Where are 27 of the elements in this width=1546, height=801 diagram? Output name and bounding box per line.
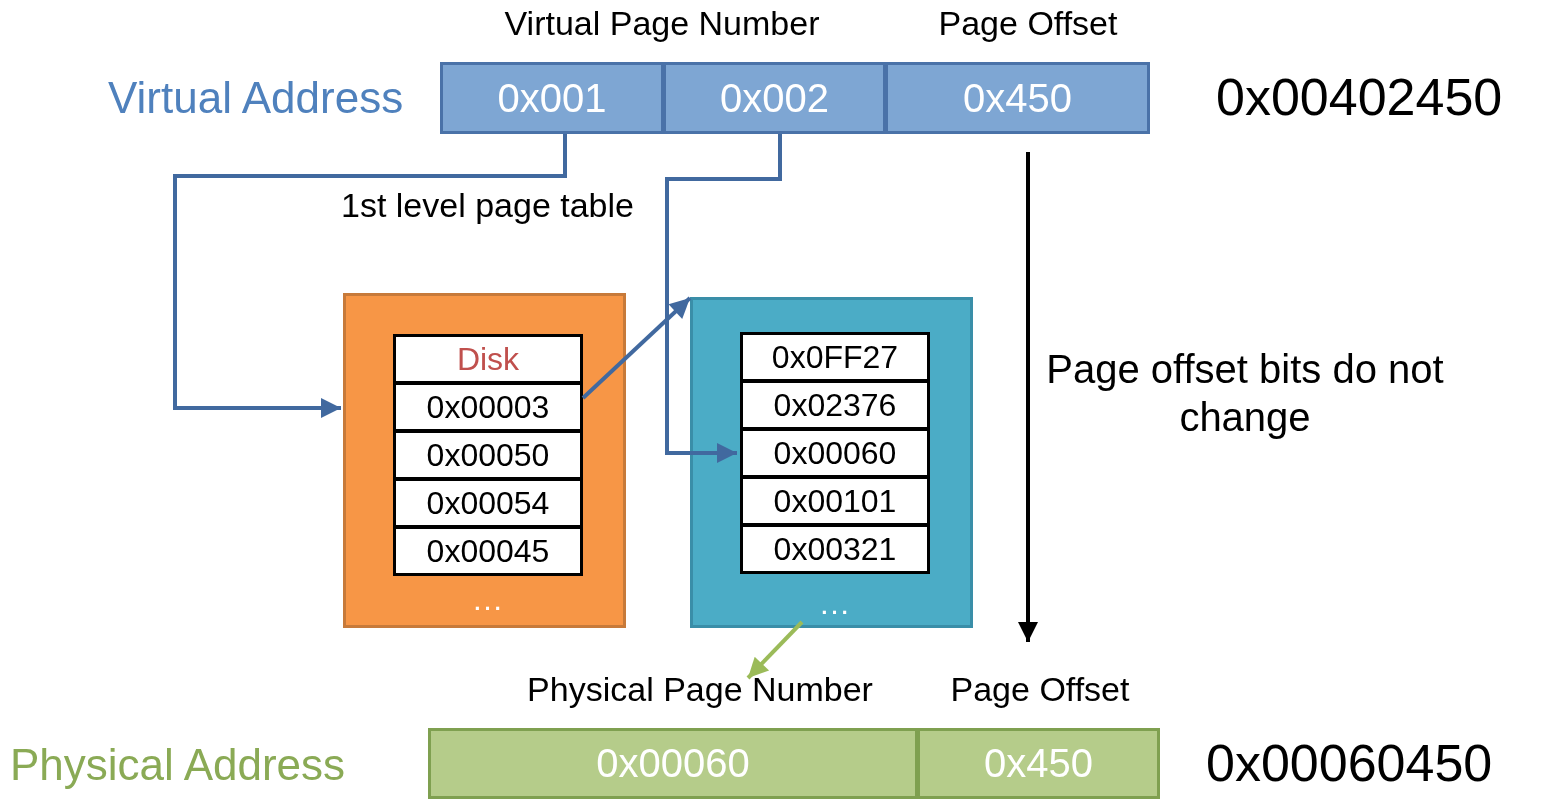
address-field: 0x00060 — [428, 728, 918, 799]
edge-label: Page offset bits do not change — [1045, 346, 1445, 441]
field-heading: Page Offset — [950, 670, 1130, 710]
address-field: 0x450 — [917, 728, 1160, 799]
address-field: 0x001 — [440, 62, 664, 134]
field-heading: Page Offset — [938, 4, 1118, 44]
field-heading: Virtual Page Number — [504, 4, 820, 44]
table-entry: 0x00054 — [393, 478, 583, 528]
table-entry: 0x00050 — [393, 430, 583, 480]
ellipsis: … — [470, 581, 505, 618]
table-entry: 0x00060 — [740, 428, 930, 478]
table-entry: 0x00045 — [393, 526, 583, 576]
address-field: 0x450 — [885, 62, 1150, 134]
table-entry: 0x00003 — [393, 382, 583, 432]
row-label: Physical Address — [10, 740, 346, 791]
row-label: Virtual Address — [108, 73, 404, 124]
field-heading: Physical Page Number — [527, 670, 873, 710]
table-entry: 0x02376 — [740, 380, 930, 430]
table-entry: 0x0FF27 — [740, 332, 930, 382]
page-table-panel — [690, 297, 973, 628]
table-entry: Disk — [393, 334, 583, 384]
ellipsis: … — [817, 585, 852, 622]
table-entry: 0x00321 — [740, 524, 930, 574]
address-field: 0x002 — [663, 62, 886, 134]
table-entry: 0x00101 — [740, 476, 930, 526]
address-value: 0x00060450 — [1206, 734, 1493, 794]
address-value: 0x00402450 — [1216, 68, 1503, 128]
